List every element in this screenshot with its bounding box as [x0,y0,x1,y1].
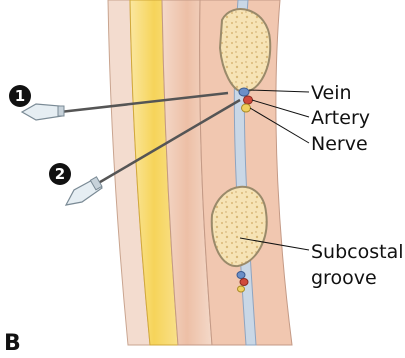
nerve-bundle [242,104,251,112]
lower-vein-vessel [237,272,245,279]
needle-2-number: 2 [55,165,65,183]
lower-artery-vessel [240,279,248,286]
needle-1-number: 1 [15,87,25,105]
artery-label: Artery [311,107,370,129]
subcostal-label-line1: Subcostal [311,241,404,263]
panel-letter: B [4,331,21,356]
vein-vessel [239,88,249,96]
lower-nerve-bundle [238,286,245,292]
subcostal-label-line2: groove [311,267,377,289]
artery-vessel [244,96,253,104]
vein-label: Vein [311,82,352,104]
nerve-label: Nerve [311,133,368,155]
